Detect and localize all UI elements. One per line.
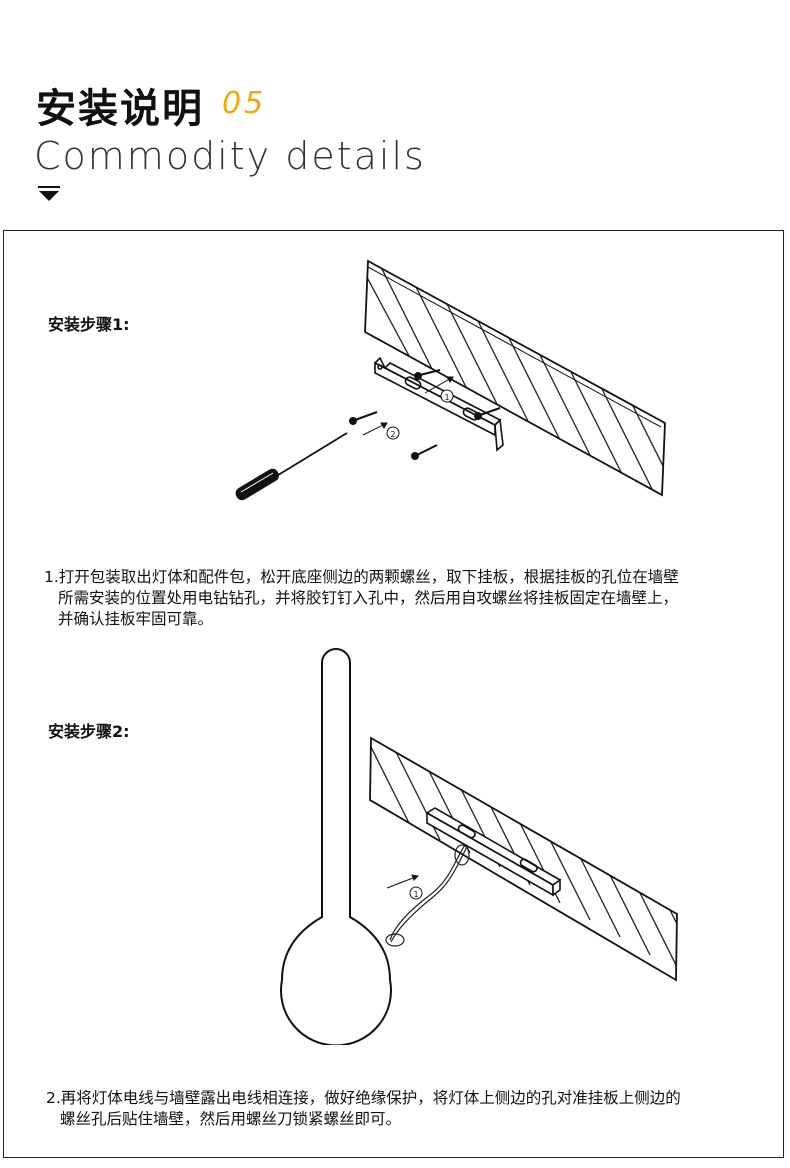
step-2-description: 2.再将灯体电线与墙壁露出电线相连接，做好绝缘保护，将灯体上侧边的孔对准挂板上侧…: [46, 1088, 681, 1130]
step-2-text-line: 螺丝孔后贴住墙壁，然后用螺丝刀锁紧螺丝即可。: [60, 1110, 402, 1128]
callout-1-label: 1: [444, 393, 449, 402]
lamp-outline: [280, 648, 392, 1045]
step-1-text-line: 1.打开包装取出灯体和配件包，松开底座侧边的两颗螺丝，取下挂板，根据挂板的孔位在…: [44, 568, 679, 586]
page-subtitle: Commodity details: [34, 134, 426, 178]
screw-icon: [349, 369, 501, 460]
callout-2-label: 2: [390, 430, 395, 439]
chevron-down-icon: [38, 186, 60, 201]
instruction-panel: [3, 230, 784, 1158]
step-2-label: 安装步骤2:: [48, 722, 130, 741]
step-2-text-line: 2.再将灯体电线与墙壁露出电线相连接，做好绝缘保护，将灯体上侧边的孔对准挂板上侧…: [46, 1089, 681, 1107]
callout-2: [386, 426, 400, 440]
wire: [385, 844, 470, 947]
step-1-label: 安装步骤1:: [48, 315, 130, 334]
callout-1: [440, 389, 454, 403]
callout-1: [409, 886, 423, 900]
page-title: 安装说明: [36, 86, 204, 132]
step-2-diagram: 1: [280, 648, 678, 1045]
mounting-plate: [425, 807, 562, 897]
step-1-diagram: 1 2: [235, 259, 666, 501]
screwdriver-icon: [235, 432, 348, 501]
section-number: 05: [222, 86, 267, 121]
callout-1-label: 1: [413, 890, 418, 899]
step-1-description: 1.打开包装取出灯体和配件包，松开底座侧边的两颗螺丝，取下挂板，根据挂板的孔位在…: [44, 567, 679, 630]
step-1-text-line: 所需安装的位置处用电钻钻孔，并将胶钉钉入孔中，然后用自攻螺丝将挂板固定在墙壁上，: [58, 589, 679, 607]
mounting-plate: [373, 356, 504, 452]
step-1-text-line: 并确认挂板牢固可靠。: [58, 610, 214, 628]
